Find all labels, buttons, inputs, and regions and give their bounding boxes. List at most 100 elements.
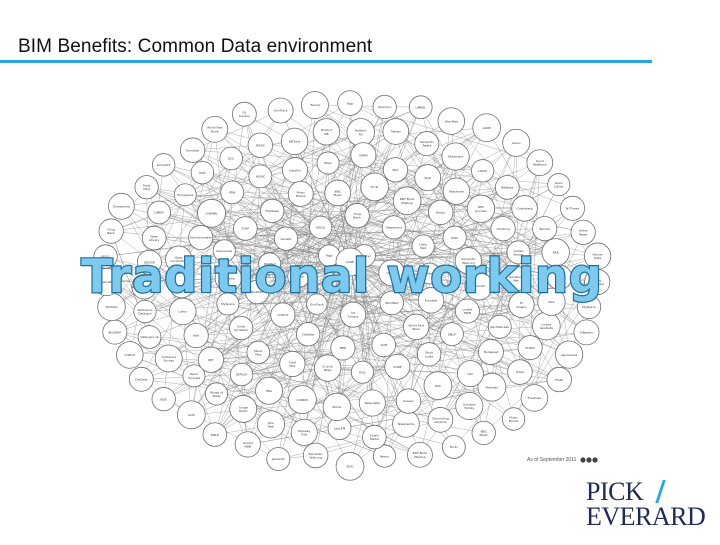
cloud-node: Climbing xyxy=(491,217,515,241)
cloud-node-label: Flickr xyxy=(371,185,380,189)
cloud-node-label: Folk xyxy=(301,432,307,436)
cloud-node-label: Moz xyxy=(289,364,295,368)
cloud-node-label: America xyxy=(434,420,447,424)
cloud-node-label: Bio2RDF xyxy=(108,330,121,334)
cloud-node-label: ERA xyxy=(266,389,273,393)
cloud-node: Gutenberg xyxy=(512,196,538,222)
cloud-node-label: Index xyxy=(425,354,433,358)
cloud-node-label: Family xyxy=(464,406,474,410)
cloud-node-label: Brainz xyxy=(296,194,306,198)
cloud-node-label: Data.gov xyxy=(138,312,152,316)
cloud-node-label: Web.org xyxy=(309,455,322,459)
cloud-node-label: Library xyxy=(149,238,160,242)
cloud-node-label: Peel xyxy=(268,424,274,428)
cloud-node-label: Twitter xyxy=(390,130,402,134)
cloud-node: Newcastle xyxy=(359,390,385,416)
cloud-node: DDC xyxy=(351,361,373,383)
cloud-node-label: Jamendo xyxy=(271,457,285,461)
cloud-node: RISKS xyxy=(248,133,272,157)
cloud-node-label: ACM xyxy=(188,413,195,417)
cloud-node: ERA xyxy=(256,377,283,404)
pick-everard-logo: PICK EVERARD xyxy=(586,477,716,532)
cloud-node-label: EUNIS xyxy=(526,346,535,350)
cloud-node: Twitter xyxy=(383,119,409,145)
cloud-node-label: Radio xyxy=(239,409,248,413)
cloud-node: Rechtspraak xyxy=(488,315,511,338)
cloud-date-caption: As of September 2011 xyxy=(527,457,576,463)
cloud-node-label: Bank xyxy=(107,231,115,235)
cloud-node: CORE xyxy=(385,354,410,379)
cloud-node-label: Lexvo xyxy=(512,141,521,145)
cloud-node: FOAF xyxy=(547,367,571,391)
cloud-node: DBpedia xyxy=(574,320,599,345)
cloud-node: Roma xyxy=(323,393,350,420)
cloud-node-label: DBpedia xyxy=(580,331,593,335)
cloud-node-label: LODE xyxy=(483,126,491,130)
cloud-node: Europeana xyxy=(174,184,196,206)
cloud-node-label: PDB xyxy=(229,191,235,195)
cloud-node: LinkedCT xyxy=(152,154,175,177)
cloud-node-label: Pokedex xyxy=(486,385,499,389)
cloud-node-label: Texas xyxy=(211,394,221,398)
cloud-node-label: Slideshare xyxy=(448,155,464,159)
cloud-node-label: Europeana xyxy=(177,193,193,197)
cloud-node-label: Eprints xyxy=(539,227,550,231)
license-icon xyxy=(592,457,597,462)
cloud-node-label: SGD xyxy=(424,176,431,180)
cloud-node-label: Pfam xyxy=(324,161,332,165)
cloud-node: Flickr xyxy=(361,173,389,201)
cloud-node-label: Geonames xyxy=(561,353,578,357)
cloud-node: Sussex xyxy=(396,389,420,413)
cloud-node-label: Freebase xyxy=(528,396,542,400)
cloud-node-label: GeneID xyxy=(280,237,292,241)
cloud-node: IEEE xyxy=(331,336,355,360)
license-icon xyxy=(580,457,585,462)
cloud-node: SGD xyxy=(415,165,441,191)
cloud-node-label: Census xyxy=(348,315,359,319)
cloud-node-label: News xyxy=(579,232,588,236)
cloud-node: Revyu xyxy=(429,200,453,224)
cloud-node-label: Census xyxy=(239,114,250,118)
cloud-node-label: WordNet xyxy=(445,119,459,123)
cloud-node-label: Scholarometer xyxy=(190,236,213,240)
cloud-node-label: ACM xyxy=(380,343,387,347)
cloud-node: ChEMBL xyxy=(198,199,226,227)
cloud-node: Freebase xyxy=(521,385,548,412)
cloud-node: Flickr xyxy=(442,435,465,458)
cloud-node-label: InterPro xyxy=(289,168,301,172)
cloud-node-label: GovTrack xyxy=(274,109,288,113)
cloud-node-label: Eurostat xyxy=(186,148,199,152)
cloud-node: BibBase xyxy=(495,176,519,200)
cloud-node-label: LOIUS xyxy=(478,169,487,173)
cloud-node-label: Revyu xyxy=(380,454,389,458)
cloud-node-label: Roma xyxy=(333,405,342,409)
cloud-node: Reactome xyxy=(443,178,469,204)
cloud-node: Twarql xyxy=(301,92,328,119)
cloud-node: FOAF xyxy=(234,217,258,241)
cloud-node: DBLP xyxy=(203,423,227,447)
cloud-node: CiteSeer xyxy=(296,322,320,346)
cloud-node: SIOC xyxy=(443,226,466,249)
cloud-node: HGNC xyxy=(249,165,272,188)
